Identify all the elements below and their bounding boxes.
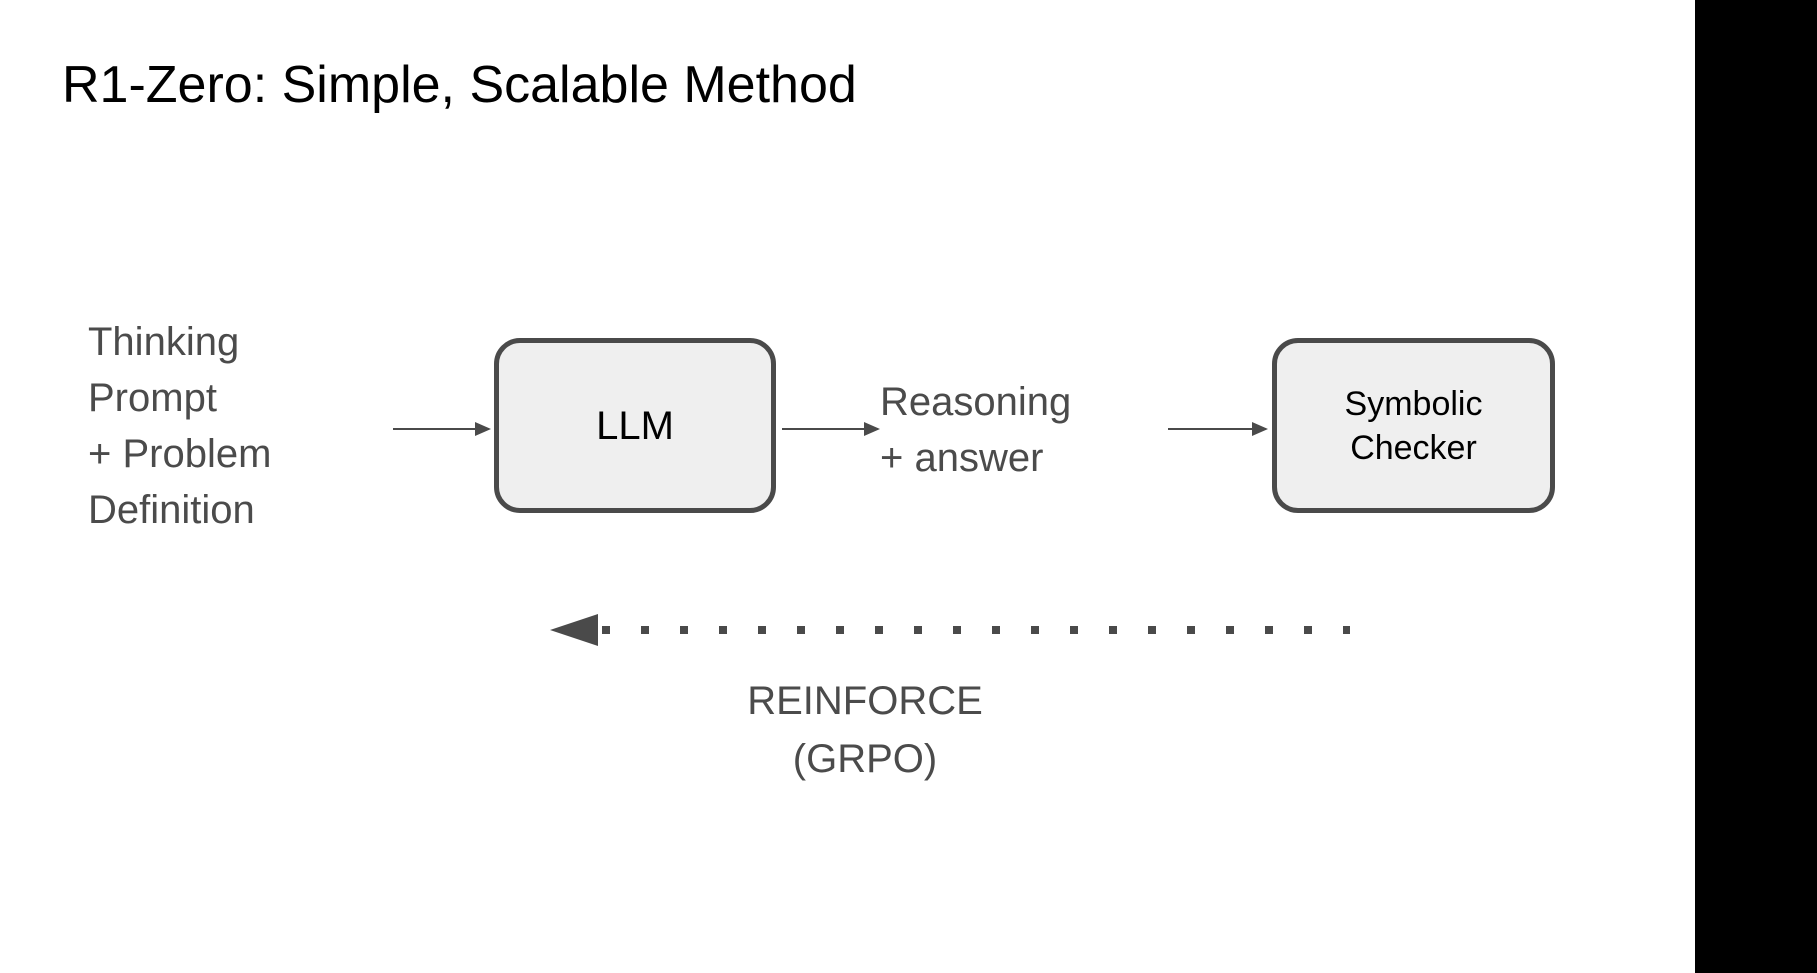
symbolic-checker-line-1: Symbolic bbox=[1344, 384, 1483, 423]
arrow-input-to-llm-icon bbox=[393, 422, 491, 436]
input-prompt-line-3: + Problem bbox=[88, 432, 272, 476]
feedback-arrowhead-icon bbox=[550, 614, 598, 646]
arrow-llm-to-reasoning-icon bbox=[782, 422, 880, 436]
input-prompt-line-1: Thinking bbox=[88, 320, 240, 364]
reasoning-output-label: Reasoning + answer bbox=[880, 374, 1160, 486]
feedback-dotted-line-icon bbox=[602, 626, 1350, 634]
feedback-caption-line-2: (GRPO) bbox=[792, 737, 938, 781]
symbolic-checker-label: Symbolic Checker bbox=[1345, 382, 1483, 470]
input-prompt-line-4: Definition bbox=[88, 488, 255, 532]
feedback-caption: REINFORCE (GRPO) bbox=[555, 672, 1175, 788]
right-black-bar bbox=[1695, 0, 1817, 973]
input-prompt-line-2: Prompt bbox=[88, 376, 217, 420]
input-prompt-label: Thinking Prompt + Problem Definition bbox=[88, 314, 388, 538]
llm-node-label: LLM bbox=[596, 403, 674, 448]
arrow-reasoning-to-checker-icon bbox=[1168, 422, 1268, 436]
reasoning-output-line-1: Reasoning bbox=[880, 380, 1072, 424]
feedback-caption-line-1: REINFORCE bbox=[747, 679, 983, 723]
symbolic-checker-node-box: Symbolic Checker bbox=[1272, 338, 1555, 513]
page-title: R1-Zero: Simple, Scalable Method bbox=[62, 56, 857, 114]
llm-node-box: LLM bbox=[494, 338, 776, 513]
feedback-dotted-arrow-icon bbox=[550, 610, 1350, 650]
symbolic-checker-line-2: Checker bbox=[1350, 428, 1477, 467]
reasoning-output-line-2: + answer bbox=[880, 436, 1044, 480]
